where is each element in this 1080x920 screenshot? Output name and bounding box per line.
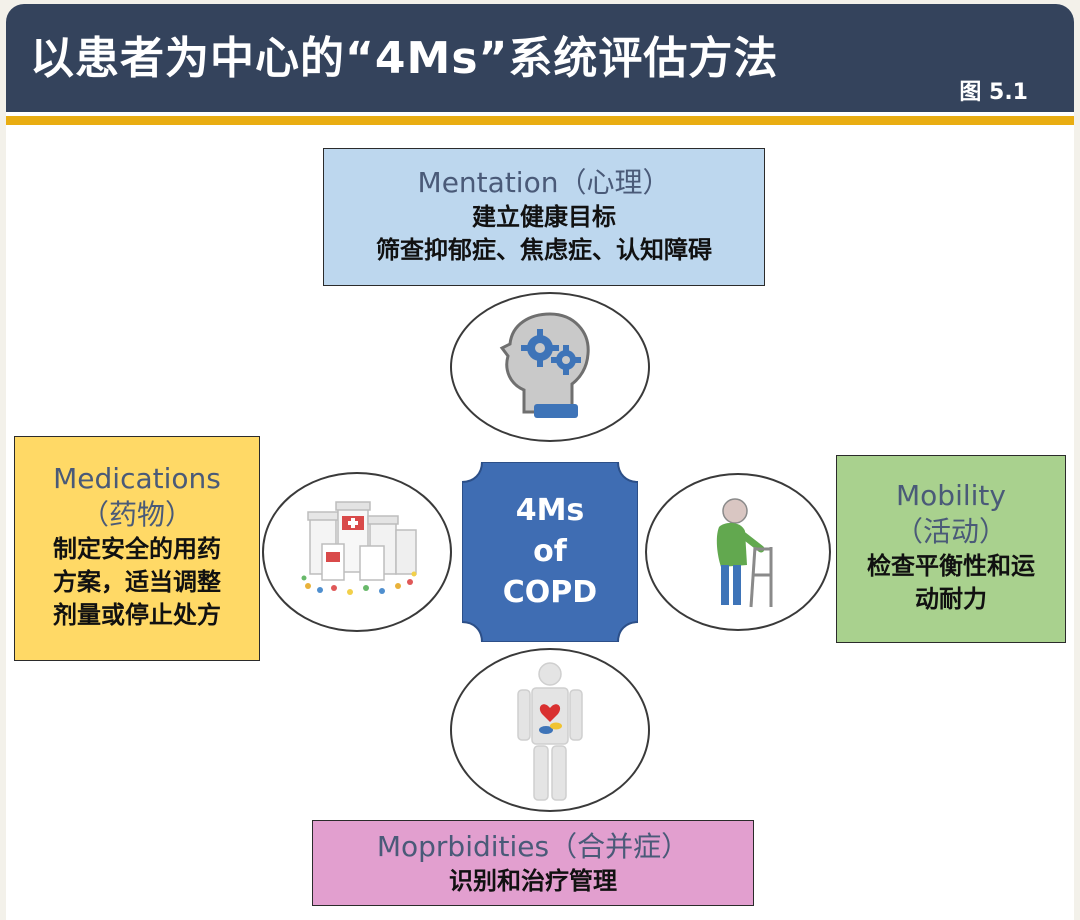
medications-subtitle: （药物） — [80, 498, 193, 531]
medications-oval — [262, 472, 452, 632]
center-label: 4Ms of COPD — [462, 490, 638, 613]
head-gears-icon — [499, 312, 590, 418]
morbidities-line1: 识别和治疗管理 — [449, 867, 617, 895]
center-line2: of — [533, 534, 567, 569]
medications-title: Medications — [53, 462, 221, 495]
mentation-oval — [450, 292, 650, 442]
figure-label: 图 5.1 — [959, 80, 1028, 105]
medications-line1: 制定安全的用药 — [53, 535, 221, 563]
elderly-walker-icon — [716, 498, 773, 608]
gold-divider — [6, 116, 1074, 125]
header-bar: 以患者为中心的“4Ms”系统评估方法 图 5.1 — [6, 4, 1074, 112]
medicine-bottles-icon — [301, 501, 417, 595]
medications-line2: 方案，适当调整 — [53, 568, 221, 596]
body-organs-icon — [517, 662, 583, 801]
mentation-box: Mentation（心理） 建立健康目标 筛查抑郁症、焦虑症、认知障碍 — [323, 148, 765, 286]
mentation-line2: 筛查抑郁症、焦虑症、认知障碍 — [376, 236, 712, 264]
morbidities-title: Moprbidities（合并症） — [376, 830, 690, 863]
medications-box: Medications （药物） 制定安全的用药 方案，适当调整 剂量或停止处方 — [14, 436, 260, 661]
mobility-subtitle: （活动） — [894, 515, 1007, 548]
mobility-box: Mobility （活动） 检查平衡性和运 动耐力 — [836, 455, 1066, 643]
mentation-title: Mentation（心理） — [417, 166, 671, 199]
mobility-oval — [645, 473, 831, 631]
mobility-line2: 动耐力 — [915, 585, 987, 613]
mobility-line1: 检查平衡性和运 — [867, 552, 1035, 580]
page-title: 以患者为中心的“4Ms”系统评估方法 — [30, 33, 779, 84]
morbidities-oval — [450, 648, 650, 812]
center-line3: COPD — [502, 575, 598, 610]
mobility-title: Mobility — [896, 479, 1006, 512]
medications-line3: 剂量或停止处方 — [53, 601, 221, 629]
center-line1: 4Ms — [515, 493, 585, 528]
morbidities-box: Moprbidities（合并症） 识别和治疗管理 — [312, 820, 754, 906]
center-shape — [462, 462, 638, 642]
mentation-line1: 建立健康目标 — [472, 203, 616, 231]
